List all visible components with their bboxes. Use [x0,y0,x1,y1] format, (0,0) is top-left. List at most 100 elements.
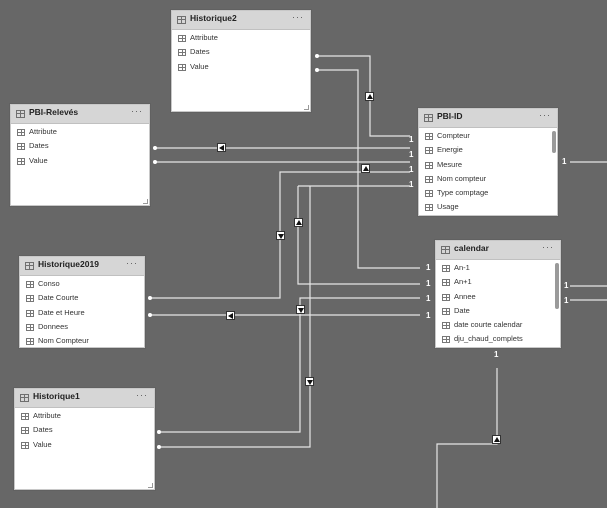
filter-direction-arrow-up-icon[interactable] [294,218,303,227]
column-icon [26,338,34,346]
column-label: Nom compteur [437,173,487,183]
column-row[interactable]: Compteur [419,130,557,144]
column-row[interactable]: Value [172,61,310,75]
column-icon [26,281,34,288]
table-historique1[interactable]: Historique1 ··· Attribute Dates Value [14,388,155,490]
table-historique2019[interactable]: Historique2019 ··· Conso Date Courte Dat… [19,256,145,348]
column-label: An-1 [454,263,470,272]
column-row[interactable]: Mesure [419,159,557,173]
column-row[interactable]: Annee [436,291,560,305]
many-side-dot[interactable] [315,54,319,58]
filter-direction-arrow-left-icon[interactable] [217,143,226,152]
column-row[interactable]: An-1 [436,262,560,276]
filter-direction-arrow-down-icon[interactable] [296,305,305,314]
resize-handle[interactable] [143,199,148,204]
column-label: Nom Compteur [38,336,89,346]
many-side-dot[interactable] [153,146,157,150]
column-icon [178,63,186,71]
column-icon [442,279,450,287]
column-label: An+1 [454,277,472,287]
column-label: Mesure [437,159,463,169]
column-label: Date [454,305,470,315]
column-icon [425,175,433,183]
filter-direction-arrow-left-icon[interactable] [226,311,235,320]
many-side-dot[interactable] [157,445,161,449]
scrollbar[interactable] [552,131,556,153]
column-icon [425,133,433,140]
more-options-button[interactable]: ··· [131,106,143,116]
table-pbi-releves[interactable]: PBI-Relevés ··· Attribute Dates Value [10,104,150,206]
column-icon [26,323,34,331]
column-label: Value [190,61,209,71]
column-row[interactable]: date courte calendar [436,319,560,333]
column-icon [17,157,25,165]
scrollbar[interactable] [555,263,559,309]
table-calendar[interactable]: calendar ··· An-1 An+1 Annee Date date c… [435,240,561,348]
resize-handle[interactable] [304,105,309,110]
many-side-dot[interactable] [148,313,152,317]
more-options-button[interactable]: ··· [542,242,554,252]
column-row[interactable]: Conso [20,278,144,292]
column-icon [17,143,25,151]
filter-direction-arrow-up-icon[interactable] [361,164,370,173]
column-row[interactable]: Date [436,305,560,319]
column-row[interactable]: Nom compteur [419,173,557,187]
table-header[interactable]: PBI-Relevés ··· [11,105,149,124]
column-row[interactable]: Attribute [172,32,310,46]
column-row[interactable]: Attribute [15,410,154,424]
rel-calendar-bottom [436,368,498,508]
column-row[interactable]: Donnees [20,321,144,335]
table-icon [20,394,29,402]
table-icon [177,16,186,24]
rel-pbiid-calendar [297,185,420,285]
column-row[interactable]: An+1 [436,276,560,290]
column-row[interactable]: Attribute [11,126,149,140]
more-options-button[interactable]: ··· [136,390,148,400]
column-label: Dates [190,47,210,57]
filter-direction-arrow-down-icon[interactable] [305,377,314,386]
column-label: Date Courte [38,293,79,303]
column-row[interactable]: Value [15,439,154,453]
column-row[interactable]: Nom Compteur [20,335,144,349]
cardinality-label: 1 [409,135,414,144]
column-icon [425,190,433,198]
resize-handle[interactable] [148,483,153,488]
table-header[interactable]: calendar ··· [436,241,560,260]
many-side-dot[interactable] [157,430,161,434]
filter-direction-arrow-up-icon[interactable] [365,92,374,101]
column-row[interactable]: Usage [419,201,557,215]
column-row[interactable]: dju_chaud_complets [436,333,560,347]
rel-historique2-calendar [318,69,420,269]
cardinality-label: 1 [409,180,414,189]
table-header[interactable]: Historique2 ··· [172,11,310,30]
cardinality-label: 1 [426,294,431,303]
column-row[interactable]: Type comptage [419,187,557,201]
table-header[interactable]: Historique1 ··· [15,389,154,408]
column-row[interactable]: Energie [419,144,557,158]
table-header[interactable]: Historique2019 ··· [20,257,144,276]
column-label: Dates [33,425,53,435]
column-row[interactable]: Dates [15,424,154,438]
table-header[interactable]: PBI-ID ··· [419,109,557,128]
column-row[interactable]: Date Courte [20,292,144,306]
more-options-button[interactable]: ··· [126,258,138,268]
more-options-button[interactable]: ··· [292,12,304,22]
column-label: Donnees [38,321,69,331]
cardinality-label: 1 [562,157,567,166]
column-label: Annee [454,291,476,301]
many-side-dot[interactable] [148,296,152,300]
table-icon [441,246,450,254]
filter-direction-arrow-up-icon[interactable] [492,435,501,444]
table-icon [16,110,25,118]
many-side-dot[interactable] [153,160,157,164]
many-side-dot[interactable] [315,68,319,72]
column-row[interactable]: Value [11,155,149,169]
column-icon [425,204,433,212]
column-row[interactable]: Dates [172,46,310,60]
column-row[interactable]: Date et Heure [20,307,144,321]
filter-direction-arrow-down-icon[interactable] [276,231,285,240]
table-pbi-id[interactable]: PBI-ID ··· Compteur Energie Mesure Nom c… [418,108,558,216]
table-historique2[interactable]: Historique2 ··· Attribute Dates Value [171,10,311,112]
more-options-button[interactable]: ··· [539,110,551,120]
column-row[interactable]: Dates [11,140,149,154]
